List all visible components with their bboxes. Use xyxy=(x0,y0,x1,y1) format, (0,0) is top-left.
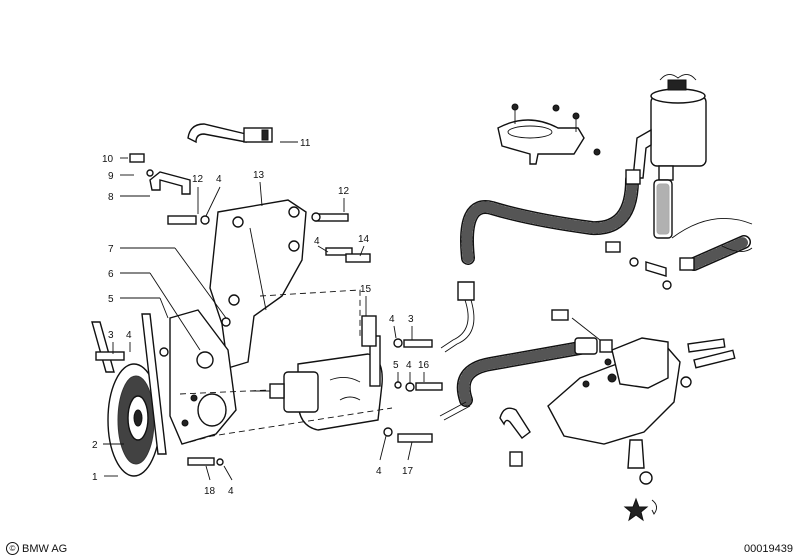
callout-4d: 4 xyxy=(389,314,395,325)
pipe-line[interactable] xyxy=(439,281,475,421)
power-steering-pump[interactable] xyxy=(250,335,383,431)
copyright-notice: © BMW AG xyxy=(6,542,67,555)
bolts-left[interactable] xyxy=(159,212,443,466)
mounting-plate[interactable] xyxy=(169,309,237,445)
diagram-number: 00019439 xyxy=(744,543,793,555)
star-mark-icon xyxy=(623,497,657,522)
callout-16: 16 xyxy=(418,360,430,371)
copyright-icon: © xyxy=(6,542,19,555)
callout-8: 8 xyxy=(108,192,114,203)
pulley[interactable] xyxy=(107,363,161,477)
callout-4a: 4 xyxy=(126,330,132,341)
callout-17: 17 xyxy=(402,466,414,477)
callout-14: 14 xyxy=(358,234,370,245)
steering-gear-box[interactable] xyxy=(509,309,736,485)
bracket-clip[interactable] xyxy=(129,153,191,195)
callout-18: 18 xyxy=(204,486,216,497)
callout-4g: 4 xyxy=(228,486,234,497)
pressure-hose[interactable] xyxy=(456,337,598,407)
callout-labels: 1 2 3 4 4 4 4 4 4 4 5 5 6 7 8 9 10 11 12… xyxy=(92,138,430,497)
reservoir-bracket[interactable] xyxy=(497,103,601,165)
hose-clamp[interactable] xyxy=(499,407,531,439)
callout-4f: 4 xyxy=(376,466,382,477)
company-name: BMW AG xyxy=(22,542,68,555)
callout-7: 7 xyxy=(108,244,114,255)
hose-fittings-right[interactable] xyxy=(605,241,695,290)
fluid-reservoir[interactable] xyxy=(632,74,707,181)
callout-12b: 12 xyxy=(338,186,350,197)
callout-5a: 5 xyxy=(108,294,114,305)
clip-strap[interactable] xyxy=(187,123,273,144)
pump-bracket[interactable] xyxy=(209,199,307,369)
callout-9: 9 xyxy=(108,171,114,182)
callout-1: 1 xyxy=(92,472,98,483)
callout-12a: 12 xyxy=(192,174,204,185)
leader-lines xyxy=(103,141,425,481)
suction-hose[interactable] xyxy=(460,169,641,265)
callout-3: 3 xyxy=(108,330,114,341)
callout-11: 11 xyxy=(300,138,311,149)
callout-4e: 4 xyxy=(406,360,412,371)
callout-5b: 5 xyxy=(393,360,399,371)
callout-15: 15 xyxy=(360,284,372,295)
callout-10: 10 xyxy=(102,154,114,165)
callout-6: 6 xyxy=(108,269,114,280)
callout-4c: 4 xyxy=(314,236,320,247)
return-hose-short[interactable] xyxy=(653,179,673,239)
assembly-outline-top xyxy=(259,289,361,336)
callout-2: 2 xyxy=(92,440,98,451)
callout-4b: 4 xyxy=(216,174,222,185)
callout-13: 13 xyxy=(253,170,265,181)
v-belt[interactable] xyxy=(91,313,167,455)
return-hose-long[interactable] xyxy=(671,218,753,271)
callout-3b: 3 xyxy=(408,314,414,325)
assembly-outline-left xyxy=(179,389,271,395)
assembly-outline-bottom xyxy=(189,407,393,443)
